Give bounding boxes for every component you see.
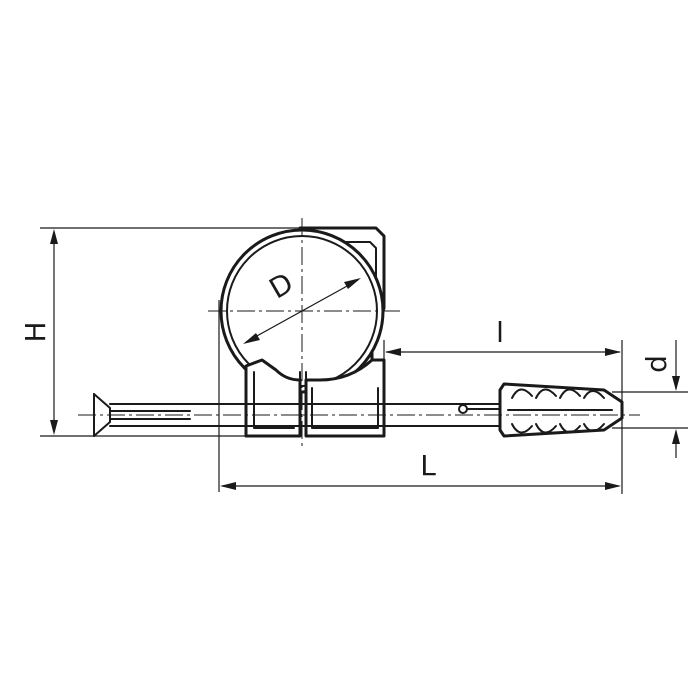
dowel-tooth	[583, 390, 605, 399]
arrowhead	[344, 278, 361, 289]
dowel-tooth	[535, 423, 557, 434]
dimension-H: H	[19, 229, 58, 435]
dowel-tooth	[583, 423, 605, 432]
label-h: H	[19, 321, 52, 342]
dowel-tooth	[559, 388, 581, 399]
dowel-tooth	[511, 423, 533, 434]
arrowhead	[385, 348, 401, 356]
arrowhead	[605, 482, 621, 490]
arrowhead	[672, 376, 680, 391]
arrowhead	[243, 333, 260, 344]
dimension-d: d	[640, 340, 680, 458]
arrowhead	[605, 348, 621, 356]
center-lines	[78, 218, 640, 446]
dowel-tooth	[511, 388, 533, 399]
clamp-leg-right	[304, 358, 386, 438]
screw-tip	[458, 404, 468, 414]
dowel	[498, 382, 624, 438]
arrowhead	[672, 429, 680, 444]
dowel-tooth	[559, 423, 581, 434]
arrowhead	[50, 229, 58, 244]
label-l-dowel: l	[496, 316, 504, 349]
dowel-tooth	[535, 388, 557, 399]
label-l-total: L	[420, 449, 436, 482]
clamp-leg-left-inner	[253, 371, 295, 429]
arrowhead	[50, 420, 58, 435]
dimension-l: l	[385, 316, 621, 356]
arrowhead	[220, 482, 236, 490]
dimension-L: L	[220, 449, 621, 490]
label-d: d	[640, 355, 673, 373]
clamp-leg-right-inner	[311, 387, 379, 429]
